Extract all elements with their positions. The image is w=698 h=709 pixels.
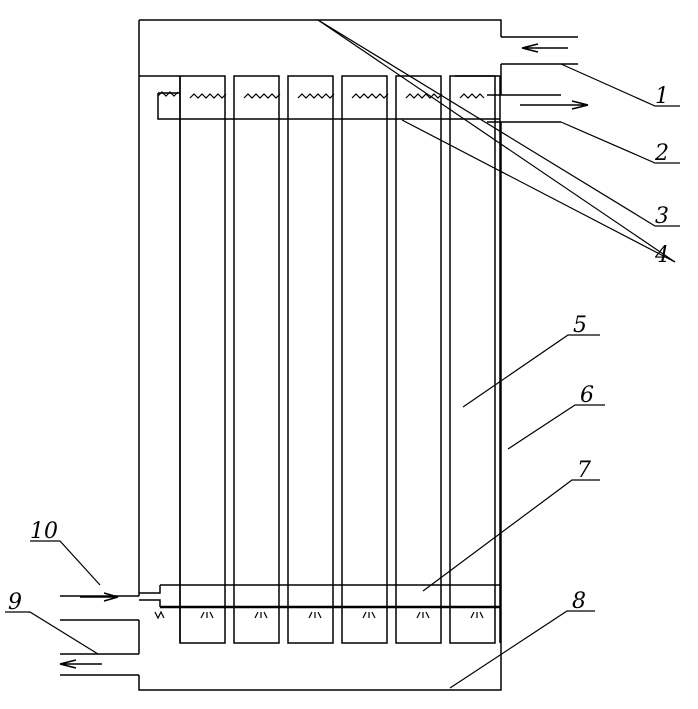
tube — [449, 75, 496, 644]
tube-bundle — [179, 75, 496, 644]
callout-8: 8 — [572, 589, 586, 614]
outlet-nozzle-upper — [487, 94, 589, 123]
inlet-pipe-9 — [59, 653, 139, 676]
tube-right-cell — [455, 75, 501, 643]
leader-lines — [5, 19, 680, 689]
lower-distributor — [139, 584, 500, 609]
callout-7: 7 — [577, 458, 591, 483]
serrated-strip — [157, 91, 485, 99]
tube — [341, 75, 388, 644]
outer-shell — [138, 19, 502, 691]
tube — [395, 75, 442, 644]
callout-6: 6 — [580, 383, 594, 408]
outlet-nozzle-top — [501, 36, 578, 65]
nozzle-marks — [154, 610, 484, 620]
tube — [287, 75, 334, 644]
inlet-pipe-10 — [60, 592, 139, 621]
callout-4: 4 — [654, 243, 669, 268]
callout-2: 2 — [654, 141, 669, 166]
callout-9: 9 — [8, 590, 22, 615]
tube — [179, 75, 226, 644]
tube — [233, 75, 280, 644]
callout-1: 1 — [655, 84, 669, 109]
callout-3: 3 — [655, 204, 669, 229]
callout-10: 10 — [30, 519, 58, 544]
callout-5: 5 — [573, 313, 587, 338]
